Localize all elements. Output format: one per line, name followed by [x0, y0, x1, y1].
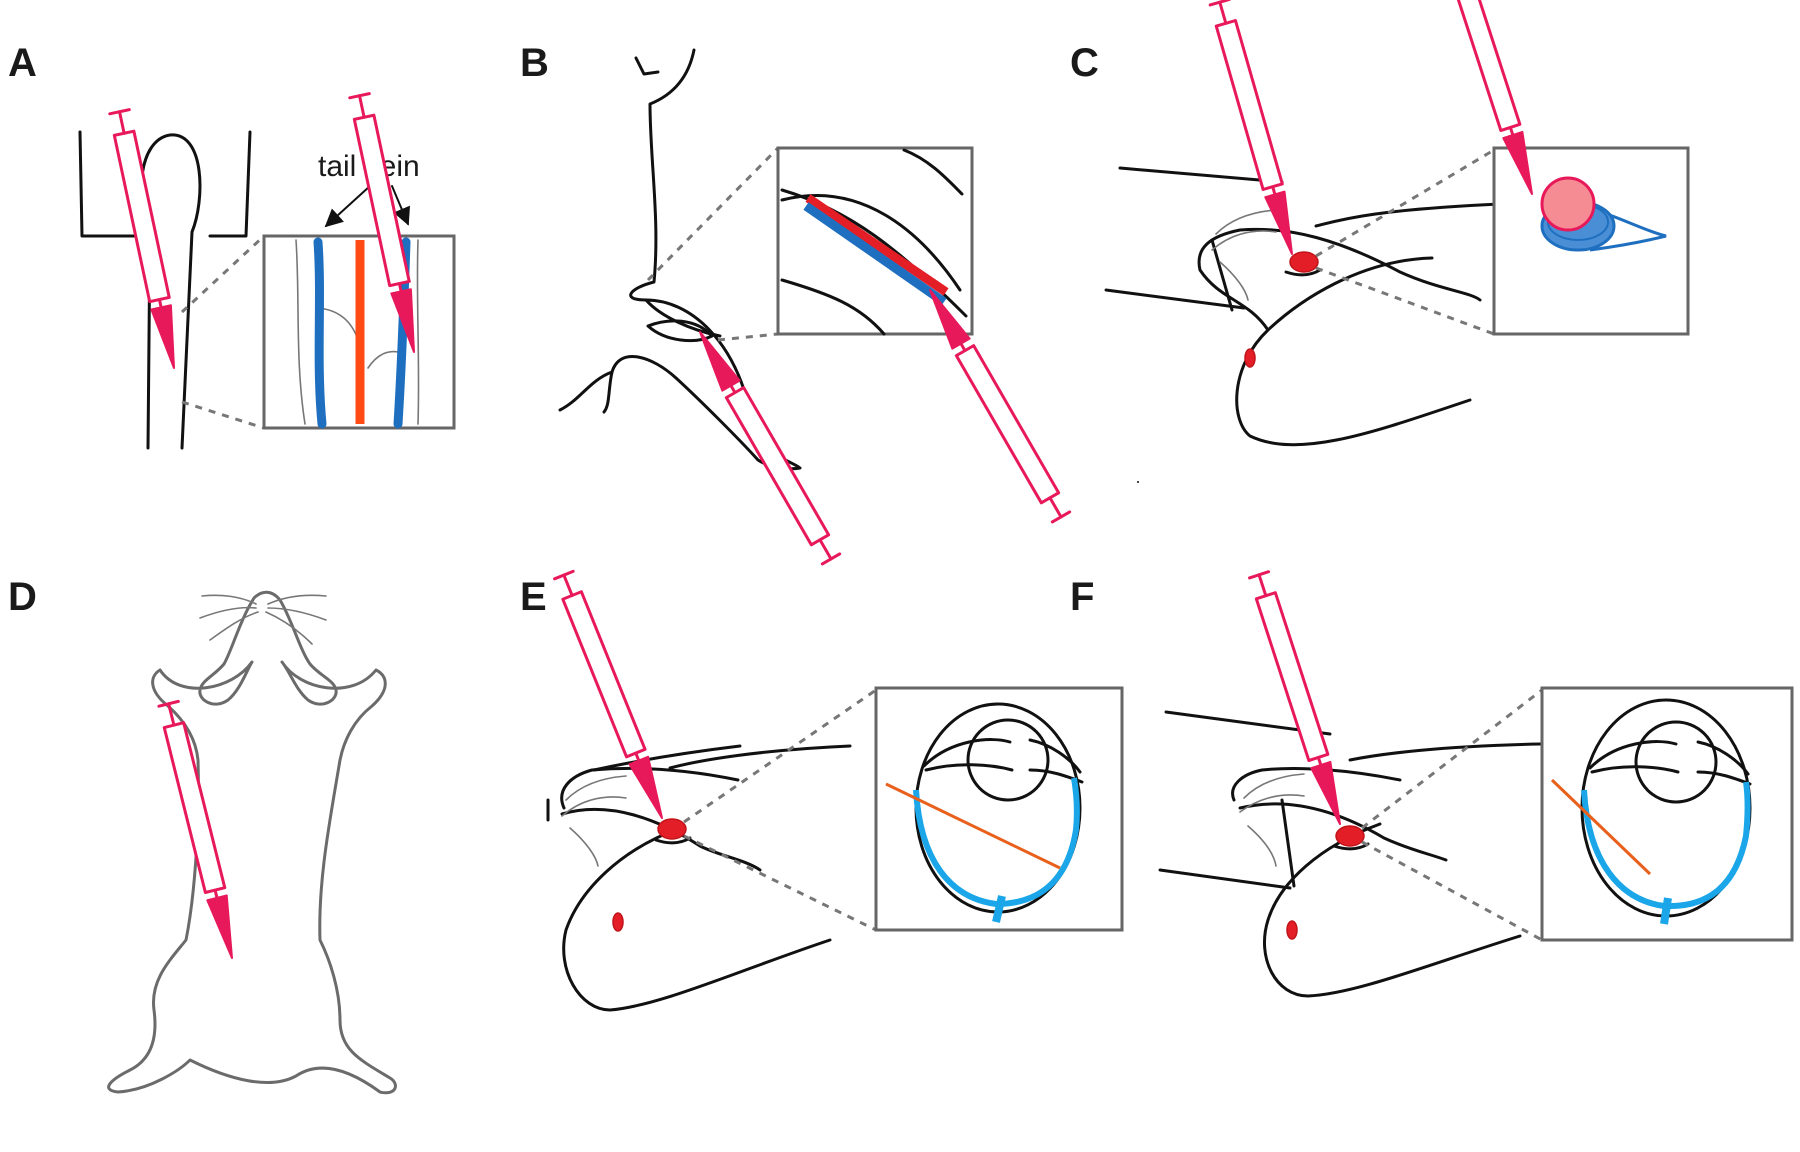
orbital-sinus — [1581, 781, 1751, 910]
eye-icon — [1634, 720, 1718, 804]
syringe-icon — [108, 108, 186, 372]
panel-label-a: A — [8, 41, 37, 85]
panel-label-b: B — [520, 41, 549, 85]
panel-label-f: F — [1070, 575, 1094, 619]
syringe-icon — [1440, 0, 1544, 199]
blood-spot — [1289, 251, 1319, 273]
zoom-line — [181, 400, 265, 430]
syringe-icon — [553, 569, 673, 824]
mouse-hindquarters — [78, 130, 252, 238]
injection-site — [646, 319, 714, 343]
blood-spot — [657, 818, 687, 840]
panel-f: F — [1070, 570, 1794, 998]
panel-b: B — [520, 41, 1072, 566]
eye-icon — [1540, 176, 1596, 232]
zoom-line — [180, 234, 266, 314]
panel-c: C — [1070, 0, 1690, 447]
syringe-icon — [1248, 570, 1352, 829]
annotation-arrow — [324, 185, 371, 228]
needle-path — [885, 782, 1061, 870]
syringe-icon — [1208, 0, 1304, 259]
blood-spot — [1286, 920, 1298, 940]
mouse-body-outline — [107, 590, 397, 1095]
blood-spot — [612, 912, 624, 932]
mouse-head — [1197, 227, 1482, 447]
vessel-red — [805, 194, 949, 296]
blood-spot — [1335, 825, 1365, 847]
tail-vein-left — [313, 237, 327, 429]
mouse-head — [560, 744, 852, 1012]
panel-label-d: D — [8, 575, 37, 619]
orbit-inset-box — [874, 686, 1124, 932]
panel-d: D — [8, 575, 397, 1095]
mouse-head — [1231, 742, 1542, 998]
panel-label-e: E — [520, 575, 547, 619]
panel-label-c: C — [1070, 41, 1099, 85]
mouse-neck-outline — [602, 48, 802, 471]
needle-path — [1550, 778, 1652, 876]
syringe-icon — [919, 283, 1072, 524]
syringe-icon — [157, 699, 244, 962]
stray-dot — [1137, 481, 1139, 483]
annotation-arrow — [391, 185, 411, 226]
eye-icon — [966, 718, 1050, 802]
panel-a: A tail vein — [8, 41, 456, 450]
syringe-icon — [689, 325, 842, 566]
vessel-blue — [803, 202, 947, 306]
blood-spot — [1244, 348, 1256, 368]
panel-e: E — [520, 569, 1124, 1012]
orbital-sinus — [913, 777, 1080, 908]
